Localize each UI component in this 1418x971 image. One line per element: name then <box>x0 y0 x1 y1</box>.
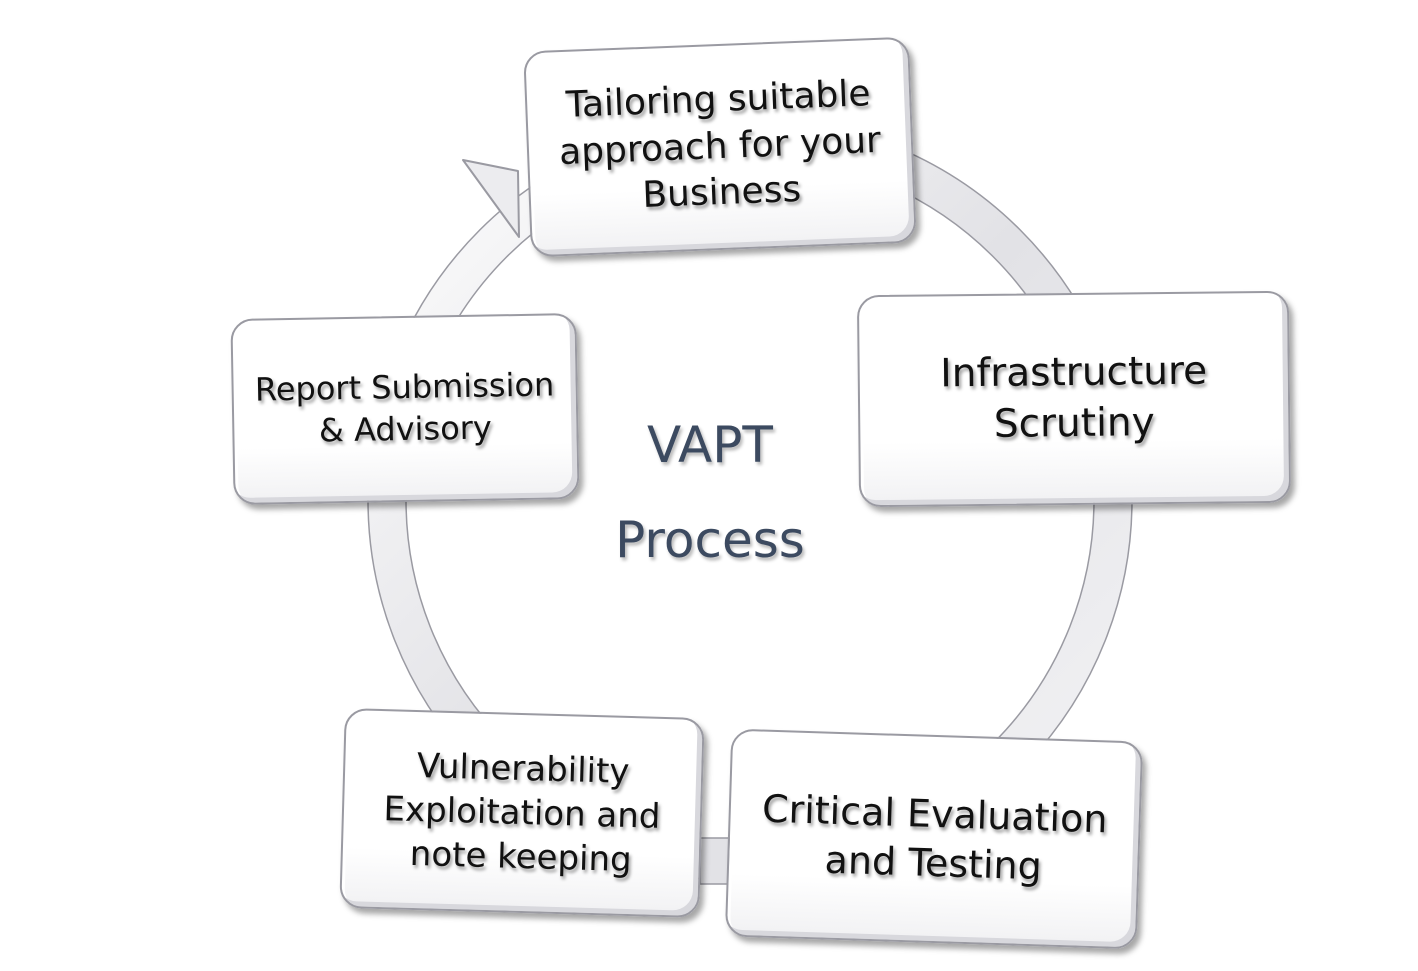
step-infrastructure-label: Infrastructure Scrutiny <box>940 348 1208 447</box>
cycle-arrowhead-icon <box>462 159 520 238</box>
ring-connector-bottom <box>699 837 731 885</box>
step-tailoring-approach: Tailoring suitable approach for your Bus… <box>523 36 917 258</box>
step-vulnerability-exploitation: Vulnerability Exploitation and note keep… <box>339 708 705 918</box>
step-critical-evaluation: Critical Evaluation and Testing <box>724 728 1144 950</box>
step-critical-label: Critical Evaluation and Testing <box>761 786 1109 889</box>
step-vulnerability-label: Vulnerability Exploitation and note keep… <box>383 745 661 881</box>
center-title: VAPT Process <box>560 398 860 588</box>
step-report-label: Report Submission & Advisory <box>254 365 555 450</box>
step-report-submission: Report Submission & Advisory <box>230 312 580 506</box>
center-title-line2: Process <box>615 511 805 569</box>
step-infrastructure-scrutiny: Infrastructure Scrutiny <box>856 290 1292 508</box>
center-title-line1: VAPT <box>647 416 773 474</box>
step-tailoring-label: Tailoring suitable approach for your Bus… <box>558 72 882 217</box>
